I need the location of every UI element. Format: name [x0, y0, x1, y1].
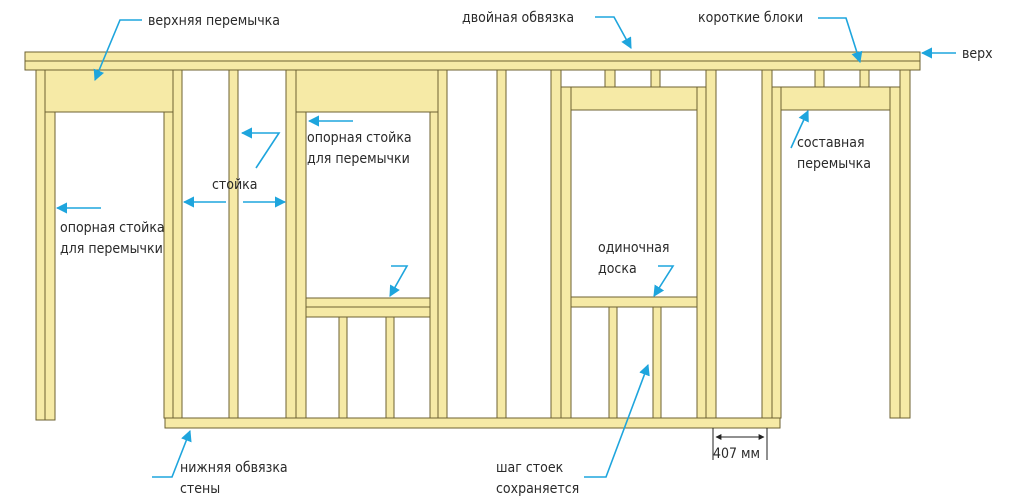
jack-stud	[771, 86, 782, 419]
king-stud	[761, 69, 773, 419]
header	[44, 69, 174, 113]
header	[570, 86, 698, 111]
label-dimension: 407 мм	[713, 446, 760, 462]
callout-bottom-plate	[152, 429, 192, 478]
callouts	[55, 16, 956, 478]
jack-stud	[295, 111, 307, 419]
jack-stud	[163, 111, 174, 419]
header	[295, 69, 439, 113]
king-stud	[437, 69, 448, 419]
callout-short-blocks	[818, 17, 863, 64]
label-double-top-plate: двойная обвязка	[462, 10, 574, 26]
label-jack-stud-right-1: опорная стойка	[307, 130, 412, 146]
label-single-board-1: одиночная	[598, 240, 670, 256]
callout-stud-spacing	[584, 363, 650, 478]
jack-stud	[44, 111, 56, 421]
label-single-board-2: доска	[598, 261, 637, 277]
label-short-blocks: короткие блоки	[698, 10, 803, 26]
bottom-plate	[164, 417, 781, 429]
label-built-up-header-2: перемычка	[797, 156, 871, 172]
callout-built-up-header	[790, 109, 809, 149]
label-stud: стойка	[212, 177, 257, 193]
short-block	[859, 69, 870, 88]
king-stud	[172, 69, 183, 419]
top-plate-upper	[24, 51, 921, 62]
label-jack-stud-left-1: опорная стойка	[60, 220, 165, 236]
callout-stud-up	[240, 127, 281, 169]
callout-single-board-right	[653, 265, 675, 297]
short-block	[604, 69, 616, 88]
label-jack-stud-right-2: для перемычки	[307, 151, 410, 167]
cripple-stud	[338, 316, 348, 419]
label-top: верх	[962, 46, 993, 62]
stud	[496, 69, 507, 419]
king-stud	[899, 69, 911, 419]
king-stud	[35, 69, 46, 421]
label-bottom-plate-1: нижняя обвязка	[180, 460, 288, 476]
sill	[570, 296, 698, 308]
jack-stud	[889, 86, 901, 419]
jack-stud	[429, 111, 439, 419]
cripple-stud	[652, 306, 662, 419]
king-stud	[705, 69, 717, 419]
jack-stud	[696, 86, 707, 419]
label-jack-stud-left-2: для перемычки	[60, 241, 163, 257]
label-stud-spacing-2: сохраняется	[496, 481, 579, 497]
label-built-up-header-1: составная	[797, 135, 865, 151]
label-stud-spacing-1: шаг стоек	[496, 460, 564, 476]
short-block	[814, 69, 825, 88]
cripple-stud	[385, 316, 395, 419]
label-bottom-plate-2: стены	[180, 481, 220, 497]
king-stud	[550, 69, 562, 419]
sill	[305, 297, 431, 308]
king-stud	[285, 69, 297, 419]
label-top-header: верхняя перемычка	[148, 13, 280, 29]
callout-double-top-plate	[595, 16, 632, 49]
stud	[228, 69, 239, 419]
callout-top-header	[93, 19, 142, 82]
dimension-407	[712, 428, 768, 460]
header	[780, 86, 891, 111]
cripple-stud	[608, 306, 618, 419]
callout-single-board-left	[389, 265, 409, 297]
wall-frame	[24, 51, 921, 429]
jack-stud	[560, 86, 572, 419]
short-block	[650, 69, 661, 88]
sill	[305, 306, 431, 318]
top-plate-lower	[24, 60, 921, 71]
